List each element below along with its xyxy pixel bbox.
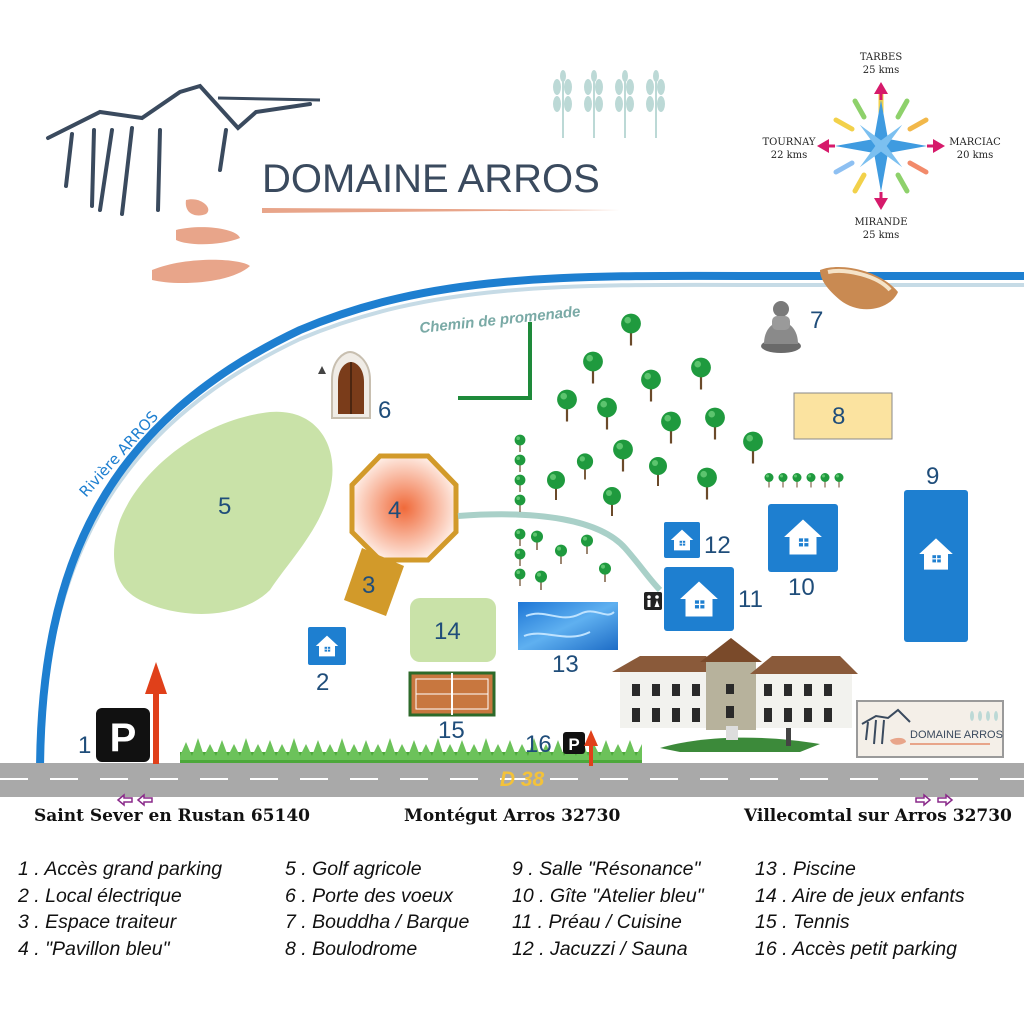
espace-traiteur — [344, 548, 404, 616]
tennis-court — [408, 671, 496, 717]
path-label: Chemin de promenade — [419, 303, 582, 337]
brand-title: DOMAINE ARROS — [262, 157, 600, 201]
legend-column-3: 9 . Salle "Résonance" 10 . Gîte "Atelier… — [512, 856, 704, 962]
parking-icon: P — [96, 708, 150, 762]
legend-item: 7 . Bouddha / Barque — [285, 911, 470, 933]
building-salle-resonance — [904, 490, 968, 642]
chateau-image — [612, 638, 858, 752]
marker-15: 15 — [438, 717, 465, 744]
domaine-logo: DOMAINE ARROS — [46, 83, 620, 284]
marker-2: 2 — [316, 669, 329, 696]
marker-8: 8 — [832, 403, 845, 430]
buddha-icon — [761, 301, 801, 353]
marker-10: 10 — [788, 574, 815, 601]
playground — [410, 598, 496, 662]
parking-symbol: P — [110, 716, 137, 760]
legend-item: 5 . Golf agricole — [285, 858, 422, 880]
parking-icon: P — [563, 732, 585, 754]
legend-item: 10 . Gîte "Atelier bleu" — [512, 884, 704, 907]
building-gite — [768, 504, 838, 572]
legend-item: 6 . Porte des voeux — [285, 884, 454, 907]
legend-item: 15 . Tennis — [755, 911, 850, 933]
wish-door-icon — [318, 350, 371, 419]
compass-rose: TARBES 25 kms MIRANDE 25 kms TOURNAY 22 … — [763, 52, 1002, 241]
legend-item: 4 . "Pavillon bleu" — [18, 937, 170, 960]
legend-item: 9 . Salle "Résonance" — [512, 858, 701, 880]
direction-arrow-left — [116, 793, 153, 807]
compass-west-name: TOURNAY — [763, 137, 816, 148]
legend-item: 12 . Jacuzzi / Sauna — [512, 937, 688, 960]
marker-7: 7 — [810, 307, 823, 334]
marker-3: 3 — [362, 572, 375, 599]
marker-13: 13 — [552, 651, 579, 678]
compass-south-dist: 25 kms — [863, 230, 900, 241]
wheat-icon — [553, 70, 665, 138]
parking-symbol: P — [568, 735, 579, 754]
legend-column-4: 13 . Piscine 14 . Aire de jeux enfants 1… — [755, 856, 965, 962]
legend-column-2: 5 . Golf agricole 6 . Porte des voeux 7 … — [285, 856, 469, 962]
grass-strip — [180, 738, 642, 764]
legend-item: 3 . Espace traiteur — [18, 911, 177, 933]
arrow-up-icon — [145, 662, 167, 764]
building-jacuzzi — [664, 522, 700, 558]
town-left: Saint Sever en Rustan 65140 — [34, 806, 310, 826]
pavillon-bleu — [349, 453, 459, 563]
town-right: Villecomtal sur Arros 32730 — [744, 806, 1012, 826]
legend-item: 8 . Boulodrome — [285, 937, 418, 960]
marker-6: 6 — [378, 397, 391, 424]
legend-item: 16 . Accès petit parking — [755, 937, 957, 960]
compass-north-dist: 25 kms — [863, 65, 900, 76]
arrow-up-icon — [584, 730, 598, 766]
town-center: Montégut Arros 32730 — [404, 806, 621, 826]
direction-arrow-right — [915, 793, 954, 807]
green-path-marker — [458, 322, 532, 400]
compass-east-dist: 20 kms — [957, 150, 994, 161]
legend-item: 11 . Préau / Cuisine — [512, 911, 682, 933]
compass-south-name: MIRANDE — [854, 217, 907, 228]
road-d38: D 38 — [0, 763, 1024, 797]
marker-14: 14 — [434, 618, 461, 645]
marker-4: 4 — [388, 497, 401, 524]
compass-east-name: MARCIAC — [949, 137, 1001, 148]
marker-16: 16 — [525, 731, 552, 758]
compass-west-dist: 22 kms — [771, 150, 808, 161]
golf-area — [114, 411, 333, 614]
marker-12: 12 — [704, 532, 731, 559]
marker-1: 1 — [78, 732, 91, 759]
swimming-pool — [518, 602, 618, 650]
walkway — [457, 511, 663, 593]
building-preau — [664, 567, 734, 631]
domaine-logo-card: DOMAINE ARROS — [856, 700, 1004, 758]
brand-small-title: DOMAINE ARROS — [910, 729, 1003, 741]
road-label: D 38 — [500, 768, 545, 791]
restroom-icon — [644, 592, 662, 610]
legend-item: 13 . Piscine — [755, 858, 856, 880]
marker-11: 11 — [738, 586, 763, 613]
compass-north-name: TARBES — [860, 52, 903, 63]
legend-item: 1 . Accès grand parking — [18, 858, 223, 880]
legend-item: 14 . Aire de jeux enfants — [755, 884, 965, 907]
boat-icon — [820, 266, 898, 310]
boulodrome — [793, 392, 893, 440]
legend-item: 2 . Local électrique — [18, 884, 182, 907]
legend-column-1: 1 . Accès grand parking 2 . Local électr… — [18, 856, 222, 962]
building-local-electrique — [308, 627, 346, 665]
marker-9: 9 — [926, 463, 939, 490]
marker-5: 5 — [218, 493, 231, 520]
